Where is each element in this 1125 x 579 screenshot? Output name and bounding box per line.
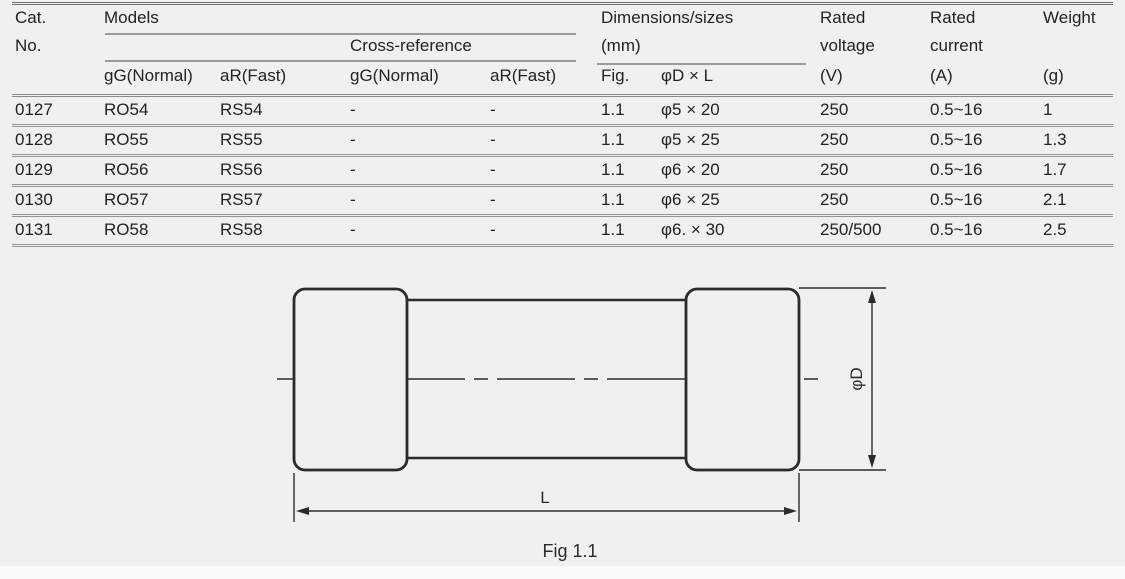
header-rated-current: Rated <box>930 8 976 27</box>
cell-weight: 1.3 <box>1043 130 1067 149</box>
cell-model-ar: RS55 <box>220 130 263 149</box>
cell-voltage: 250 <box>820 130 849 149</box>
header-cross-reference: Cross-reference <box>350 36 472 55</box>
table-row: 0129 RO56 RS56 - - 1.1 φ6 × 20 250 0.5~1… <box>12 157 1113 187</box>
subheader-voltage-unit: (V) <box>820 66 843 85</box>
diameter-arrow-bottom <box>868 455 876 468</box>
cell-model-gg: RO55 <box>104 130 149 149</box>
cell-cross-ar: - <box>490 160 496 179</box>
models-underline <box>105 33 576 35</box>
dimensions-underline <box>597 63 806 65</box>
header-rated-voltage: Rated <box>820 8 866 27</box>
subheader-models-ar: aR(Fast) <box>220 66 287 85</box>
length-arrow-left <box>296 507 309 515</box>
cell-model-ar: RS56 <box>220 160 263 179</box>
cell-dimensions: φ6. × 30 <box>661 220 725 239</box>
cell-dimensions: φ6 × 20 <box>661 160 720 179</box>
subheader-dxl: φD × L <box>661 66 714 85</box>
cell-weight: 2.5 <box>1043 220 1067 239</box>
subheader-cross-ar: aR(Fast) <box>490 66 557 85</box>
cell-dimensions: φ5 × 20 <box>661 100 720 119</box>
cell-cross-ar: - <box>490 190 496 209</box>
table-row: 0127 RO54 RS54 - - 1.1 φ5 × 20 250 0.5~1… <box>12 97 1113 127</box>
header-rated-voltage-2: voltage <box>820 36 875 55</box>
cell-model-gg: RO56 <box>104 160 149 179</box>
table-header: Cat. No. Models Cross-reference Dimensio… <box>12 5 1113 97</box>
cell-model-gg: RO58 <box>104 220 149 239</box>
cell-cat-no: 0131 <box>15 220 53 239</box>
table-row: 0128 RO55 RS55 - - 1.1 φ5 × 25 250 0.5~1… <box>12 127 1113 157</box>
cell-cat-no: 0130 <box>15 190 53 209</box>
cell-voltage: 250 <box>820 190 849 209</box>
table-body: 0127 RO54 RS54 - - 1.1 φ5 × 20 250 0.5~1… <box>12 97 1113 247</box>
subheader-current-unit: (A) <box>930 66 953 85</box>
header-dimensions-unit: (mm) <box>601 36 641 55</box>
subheader-models-gg: gG(Normal) <box>104 66 193 85</box>
cell-model-ar: RS58 <box>220 220 263 239</box>
header-rated-current-2: current <box>930 36 983 55</box>
header-models: Models <box>104 8 159 27</box>
cell-fig: 1.1 <box>601 100 625 119</box>
cell-weight: 1.7 <box>1043 160 1067 179</box>
cell-cross-ar: - <box>490 100 496 119</box>
cell-voltage: 250/500 <box>820 220 882 239</box>
fuse-spec-table: Cat. No. Models Cross-reference Dimensio… <box>12 2 1113 247</box>
cell-current: 0.5~16 <box>930 100 983 119</box>
header-dimensions: Dimensions/sizes <box>601 8 734 27</box>
cell-model-ar: RS57 <box>220 190 263 209</box>
cell-model-gg: RO54 <box>104 100 149 119</box>
cell-model-gg: RO57 <box>104 190 149 209</box>
header-weight: Weight <box>1043 8 1096 27</box>
cell-cross-ar: - <box>490 130 496 149</box>
cell-cross-gg: - <box>350 130 356 149</box>
cell-current: 0.5~16 <box>930 190 983 209</box>
cell-cross-gg: - <box>350 190 356 209</box>
cell-fig: 1.1 <box>601 190 625 209</box>
subheader-fig: Fig. <box>601 66 630 85</box>
length-arrow-right <box>784 507 797 515</box>
cell-weight: 1 <box>1043 100 1053 119</box>
diameter-arrow-top <box>868 290 876 303</box>
subheader-weight-unit: (g) <box>1043 66 1064 85</box>
cell-current: 0.5~16 <box>930 220 983 239</box>
header-cat-no: No. <box>15 36 42 55</box>
left-end-cap <box>292 287 409 472</box>
length-label: L <box>540 488 549 507</box>
cell-cross-ar: - <box>490 220 496 239</box>
table-row: 0131 RO58 RS58 - - 1.1 φ6. × 30 250/500 … <box>12 217 1113 247</box>
cell-voltage: 250 <box>820 160 849 179</box>
cell-cross-gg: - <box>350 100 356 119</box>
cell-cat-no: 0127 <box>15 100 53 119</box>
cell-cross-gg: - <box>350 220 356 239</box>
cell-cat-no: 0129 <box>15 160 53 179</box>
figure-caption: Fig 1.1 <box>542 541 597 561</box>
right-end-cap <box>684 287 801 472</box>
cell-current: 0.5~16 <box>930 130 983 149</box>
header-cat: Cat. <box>15 8 47 27</box>
diameter-label: φD <box>847 367 866 390</box>
cell-fig: 1.1 <box>601 130 625 149</box>
cell-weight: 2.1 <box>1043 190 1067 209</box>
cell-model-ar: RS54 <box>220 100 263 119</box>
cell-fig: 1.1 <box>601 220 625 239</box>
table-row: 0130 RO57 RS57 - - 1.1 φ6 × 25 250 0.5~1… <box>12 187 1113 217</box>
cell-voltage: 250 <box>820 100 849 119</box>
cell-dimensions: φ5 × 25 <box>661 130 720 149</box>
page-bottom-margin <box>0 566 1125 579</box>
cross-reference-underline <box>105 60 576 62</box>
cell-cross-gg: - <box>350 160 356 179</box>
subheader-cross-gg: gG(Normal) <box>350 66 439 85</box>
cell-cat-no: 0128 <box>15 130 53 149</box>
cell-current: 0.5~16 <box>930 160 983 179</box>
cell-fig: 1.1 <box>601 160 625 179</box>
cell-dimensions: φ6 × 25 <box>661 190 720 209</box>
